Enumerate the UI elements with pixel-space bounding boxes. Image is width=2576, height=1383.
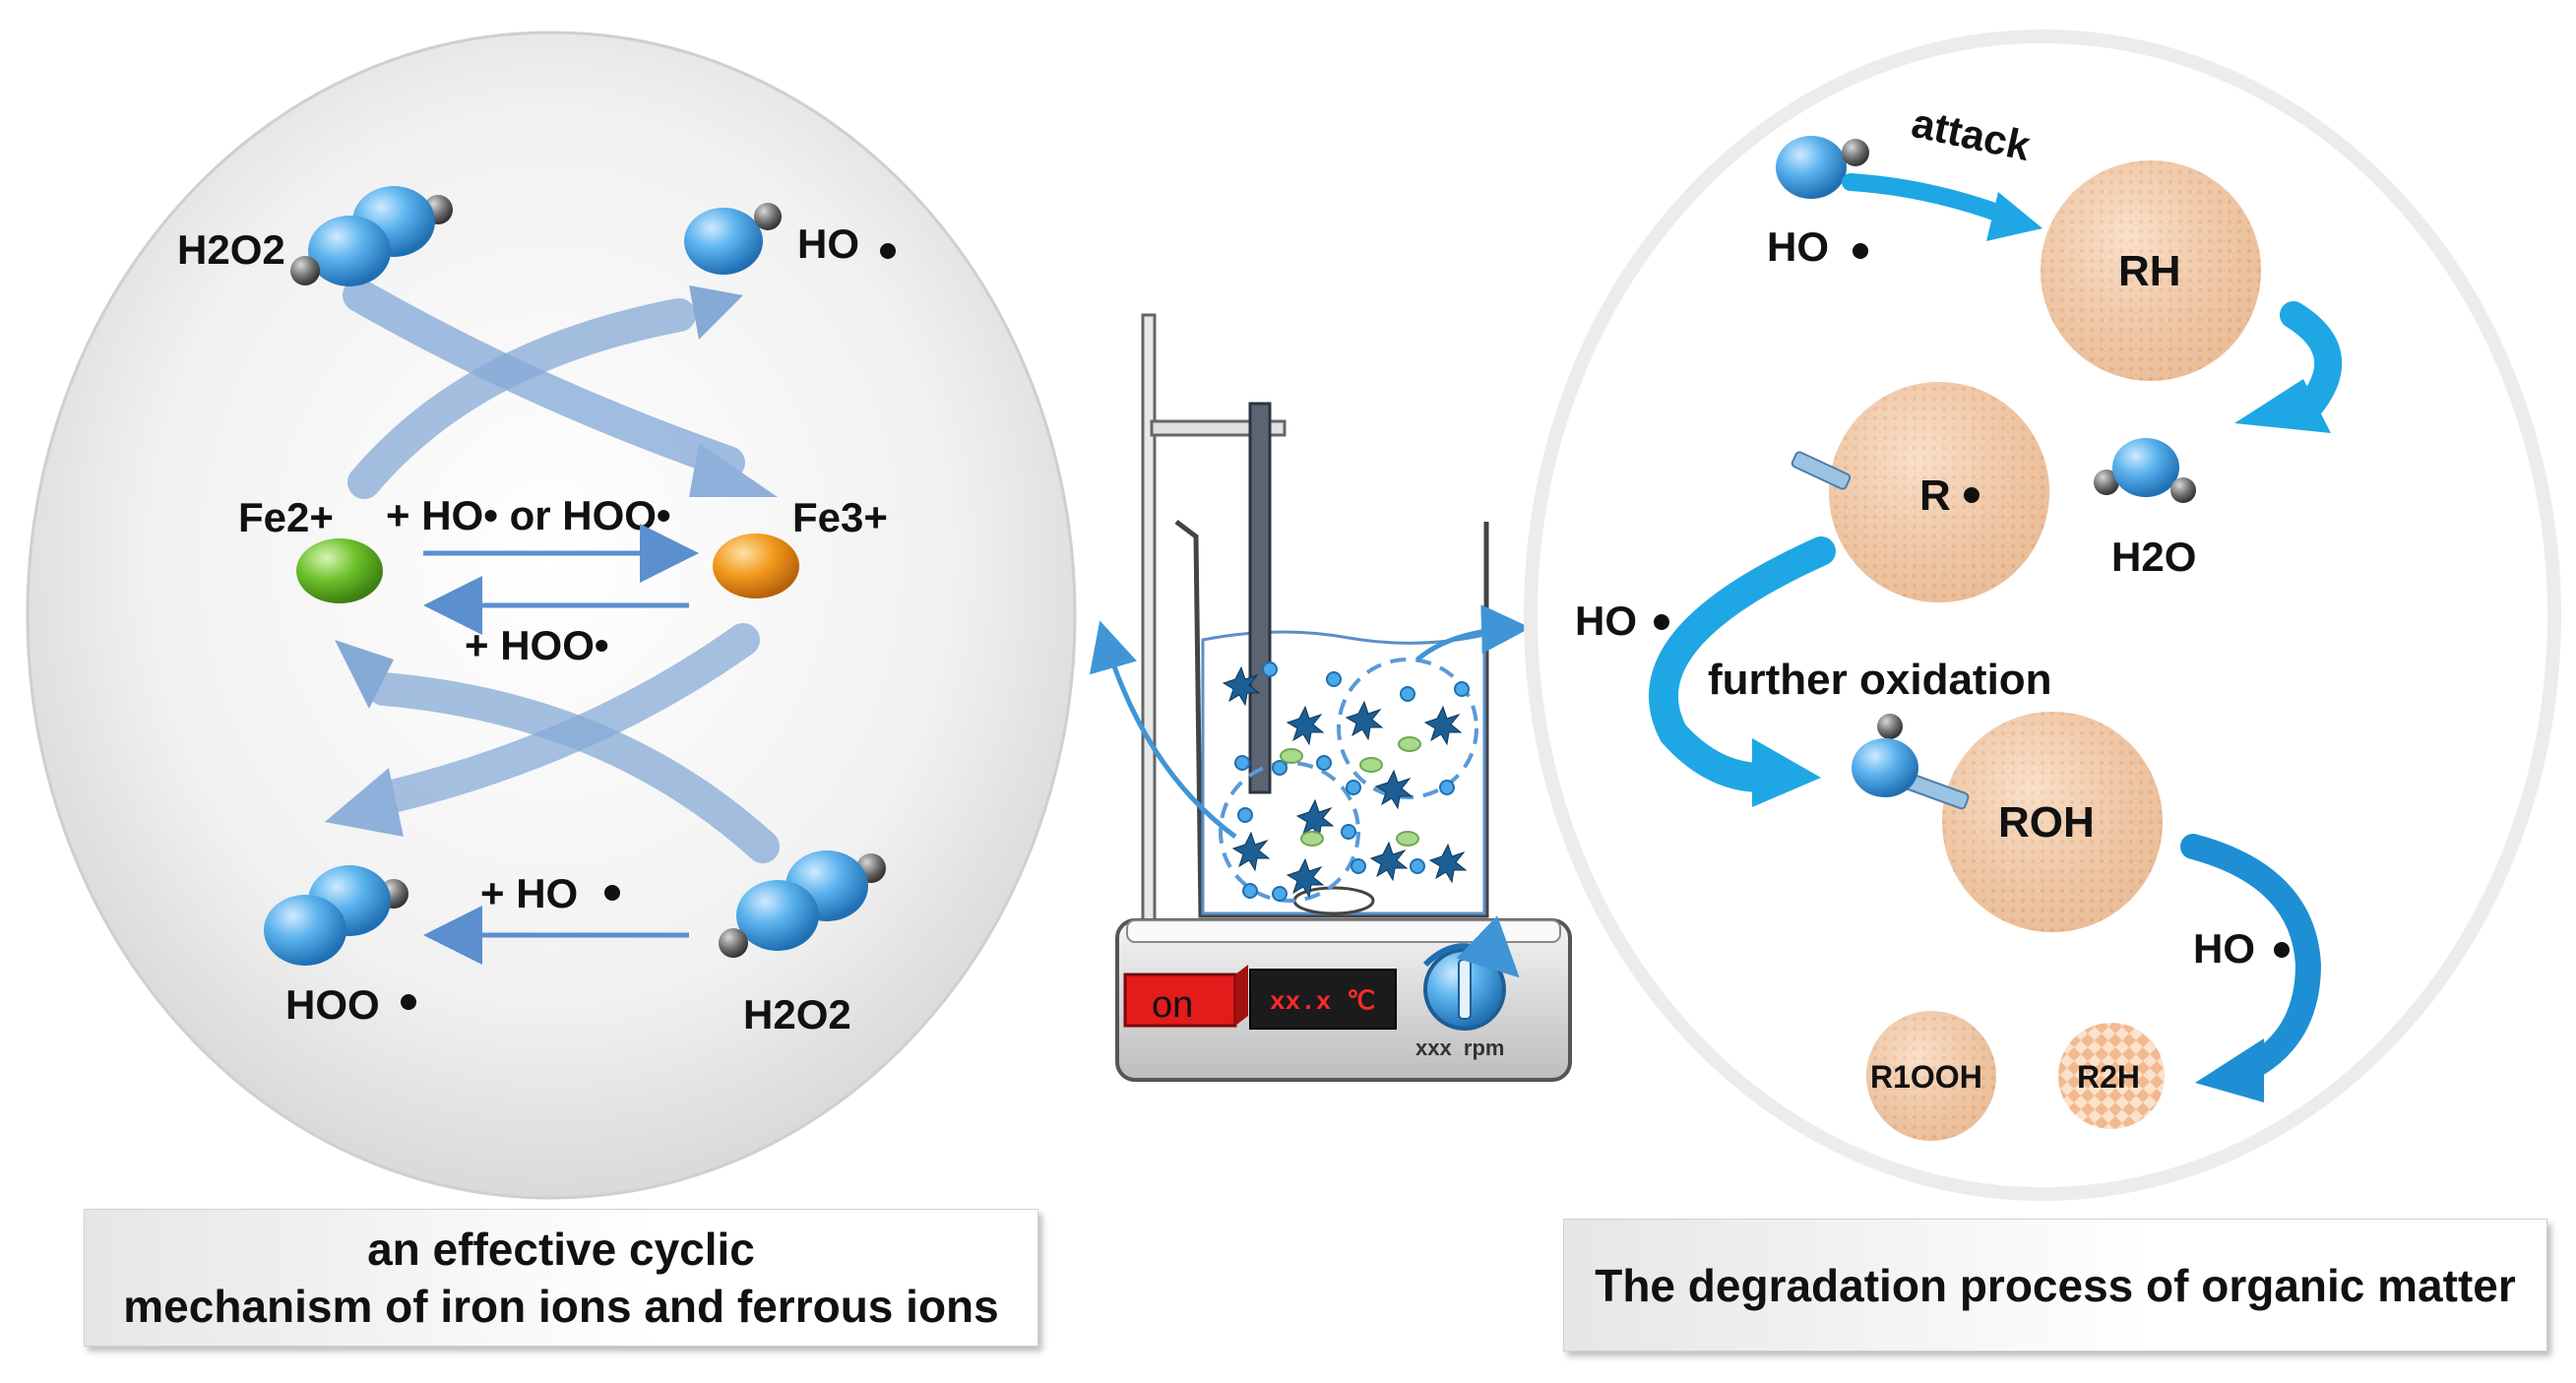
fe2-label: Fe2+ xyxy=(238,494,334,540)
roh-molecule-shade xyxy=(1942,712,2163,932)
attack-arrow xyxy=(1842,173,2017,225)
radical-dot xyxy=(2274,942,2290,958)
r-radical-shade xyxy=(1829,382,2049,602)
zoom-circle-left xyxy=(1219,761,1360,903)
zoom-circle-right xyxy=(1337,658,1478,799)
center-apparatus: on xx.x ℃ xxx rpm xyxy=(1089,313,1572,1082)
left-caption-line1: an effective cyclic xyxy=(367,1224,755,1275)
arrowhead-h2o xyxy=(2234,379,2331,433)
rpm-label: xxx rpm xyxy=(1415,1036,1505,1060)
ho-molecule-right-1 xyxy=(1776,136,1869,199)
hoo-label: HOO xyxy=(285,981,380,1028)
radical-dot xyxy=(880,243,896,259)
arc-arrowhead-hoo xyxy=(325,768,404,837)
backward-reaction-label: + HOO• xyxy=(465,622,609,668)
r1ooh-shade xyxy=(1866,1011,1996,1141)
right-panel: HO attack RH H2O R HO further oxidation xyxy=(1524,30,2561,1201)
h2o2-molecule-top xyxy=(290,186,453,286)
further-oxidation-arrowhead xyxy=(1752,738,1821,807)
left-caption-line2: mechanism of iron ions and ferrous ions xyxy=(123,1281,999,1332)
h2o2-label-bottom: H2O2 xyxy=(743,991,851,1037)
stand-pole xyxy=(1141,313,1157,947)
arc-arrowhead-fe3 xyxy=(689,443,778,497)
fe3-label: Fe3+ xyxy=(792,494,888,540)
fe3-ion xyxy=(713,534,799,598)
arc-arrowhead-ho xyxy=(689,285,743,340)
hoo-molecule xyxy=(264,865,408,966)
radical-dot xyxy=(1654,614,1669,630)
further-oxidation-arrow xyxy=(1649,536,1836,792)
power-button[interactable] xyxy=(1123,973,1237,1028)
temperature-display xyxy=(1249,969,1397,1030)
r-radical-label: R xyxy=(1919,471,1951,520)
arrow-to-right-panel xyxy=(1415,604,1531,661)
h2o2-label-top: H2O2 xyxy=(177,226,285,273)
h2o-molecule xyxy=(2094,438,2196,503)
arc-arrow-fe2-to-ho xyxy=(347,298,696,499)
arrow-roh-to-products xyxy=(2180,834,2322,1086)
temperature-display-text: xx.x ℃ xyxy=(1270,987,1375,1017)
ho-molecule-top xyxy=(684,203,782,275)
r2h-label: R2H xyxy=(2077,1059,2140,1095)
h2o-label: H2O xyxy=(2111,534,2196,580)
arrowhead-products xyxy=(2195,1038,2264,1102)
rh-label: RH xyxy=(2118,247,2181,295)
speed-knob-grip xyxy=(1458,959,1472,1020)
radical-dot xyxy=(1853,243,1868,259)
left-caption: an effective cyclic mechanism of iron io… xyxy=(84,1209,1038,1347)
radical-dot xyxy=(604,885,620,901)
arrow-to-left-panel xyxy=(1089,620,1237,840)
radical-particles xyxy=(1222,665,1468,899)
left-panel: H2O2 HO Fe2+ Fe3+ + HO• or HOO• + HOO• +… xyxy=(26,31,1077,1200)
arc-arrow-h2o2-to-fe3 xyxy=(343,279,745,479)
r2h-molecule xyxy=(2058,1023,2165,1129)
radical-dot xyxy=(1964,487,1979,503)
ho-label-right-1: HO xyxy=(1767,223,1829,270)
fe2-ion xyxy=(296,538,383,603)
h2o2-molecule-bottom xyxy=(719,850,886,958)
hotplate-top-edge xyxy=(1126,919,1561,943)
right-caption: The degradation process of organic matte… xyxy=(1563,1219,2547,1352)
right-caption-text: The degradation process of organic matte… xyxy=(1595,1259,2516,1311)
ho-molecule-on-roh xyxy=(1852,714,1918,797)
knob-rotate-arrow xyxy=(1422,915,1520,978)
arc-arrowhead-fe2 xyxy=(335,640,394,709)
further-oxidation-label: further oxidation xyxy=(1708,656,2052,704)
rh-molecule-shade xyxy=(2041,160,2261,381)
bottom-reaction-label: + HO xyxy=(480,870,578,916)
ho-label-top: HO xyxy=(797,220,859,267)
roh-label: ROH xyxy=(1998,798,2095,847)
power-button-label: on xyxy=(1152,984,1193,1026)
left-panel-ellipse xyxy=(26,31,1077,1200)
attack-arrowhead xyxy=(1986,192,2042,241)
radical-dot xyxy=(401,994,416,1010)
ho-label-right-2: HO xyxy=(1575,597,1637,644)
power-button-side xyxy=(1235,965,1248,1026)
ho-label-right-3: HO xyxy=(2193,925,2255,972)
right-panel-shade xyxy=(1524,30,2561,1201)
r-bond xyxy=(1791,451,1852,490)
r1ooh-label: R1OOH xyxy=(1870,1059,1982,1095)
forward-reaction-label: + HO• or HOO• xyxy=(386,492,671,538)
electrode-rod xyxy=(1248,402,1272,794)
hydroxyl-particles xyxy=(1234,661,1470,902)
iron-particles xyxy=(1280,736,1421,847)
arc-arrow-h2o2-to-fe2 xyxy=(367,672,780,863)
